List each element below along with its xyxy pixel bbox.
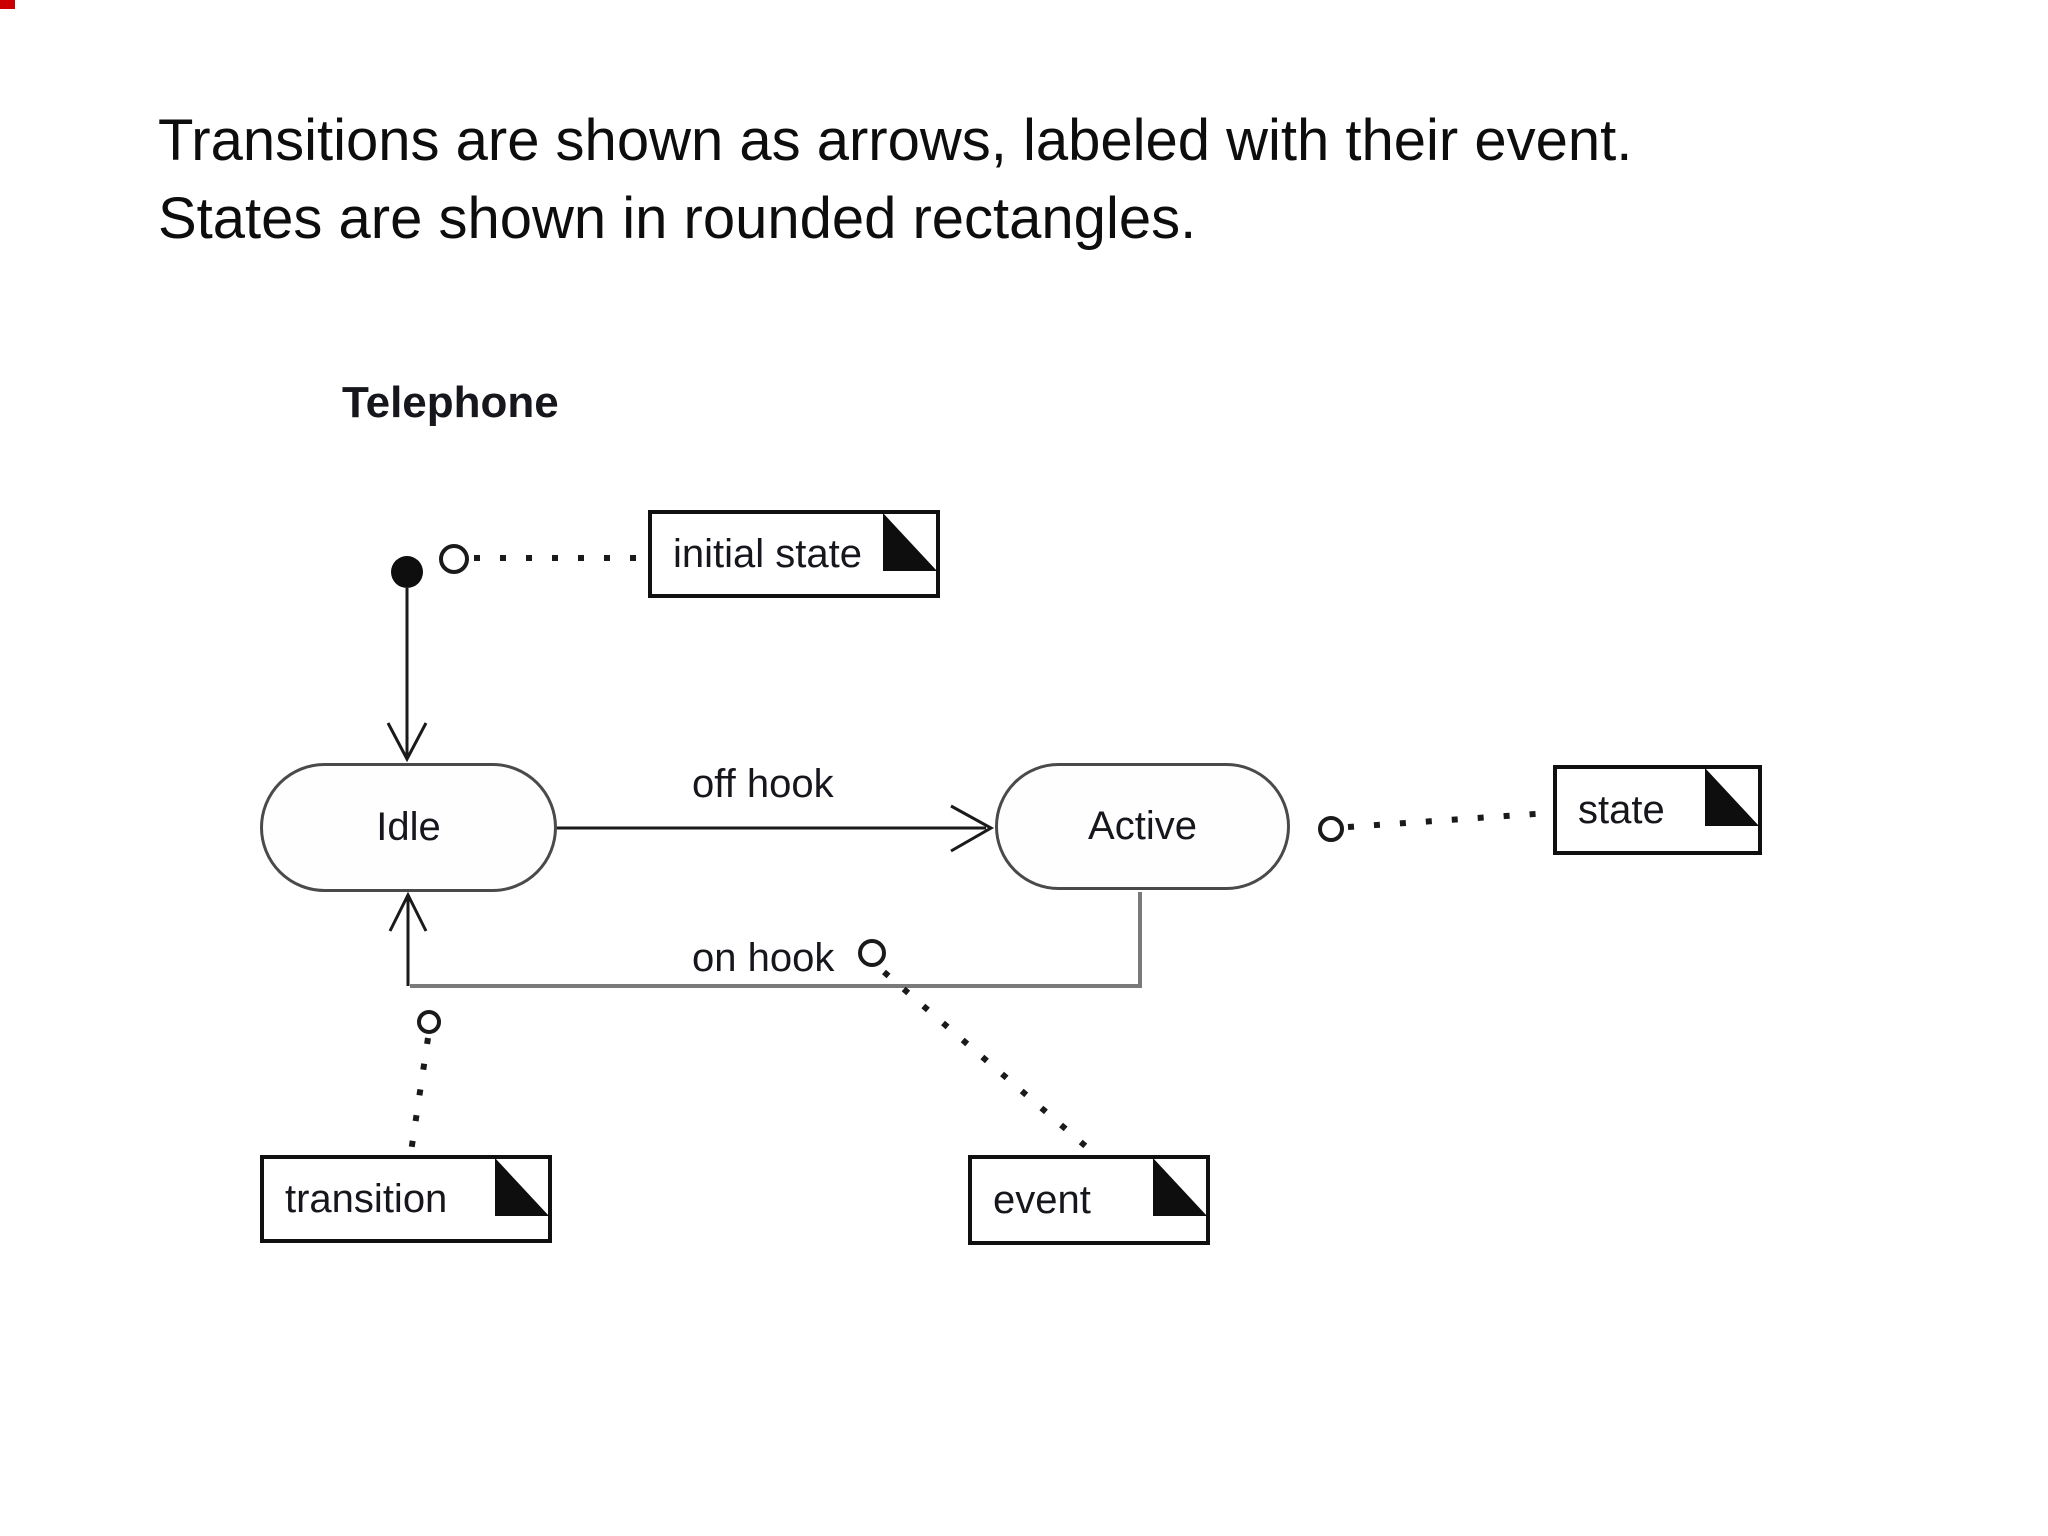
slide-title-line-1: Transitions are shown as arrows, labeled… [158,108,1633,173]
initial-note-anchor-circle [439,544,469,574]
off-hook-label: off hook [692,762,834,806]
off-hook-arrowhead [950,804,995,853]
note-fold-corner-icon [883,513,937,571]
initial-state-dot [391,556,423,588]
note-initial-state: initial state [648,510,940,598]
state-note-anchor-circle [1318,816,1344,842]
event-note-anchor-circle [858,939,886,967]
note-state: state [1553,765,1762,855]
state-idle-label: Idle [376,805,441,849]
transition-note-anchor-dotted-line [408,1037,431,1153]
state-active: Active [995,763,1290,890]
state-active-label: Active [1088,804,1197,848]
note-fold-corner-icon [495,1158,549,1216]
on-hook-label: on hook [692,936,835,980]
corner-artifact [0,0,15,9]
note-fold-corner-icon [1705,768,1759,826]
note-state-label: state [1578,787,1665,832]
note-transition-label: transition [285,1176,448,1221]
on-hook-transition-line [410,892,1142,988]
event-note-anchor-dotted-line [882,969,1092,1153]
state-note-anchor-dotted-line [1347,810,1550,830]
diagram-title: Telephone [342,378,559,427]
state-idle: Idle [260,763,557,892]
slide-title-line-2: States are shown in rounded rectangles. [158,186,1197,251]
note-fold-corner-icon [1153,1158,1207,1216]
slide-title: Transitions are shown as arrows, labeled… [158,102,1632,258]
initial-transition-arrowhead [386,722,428,763]
note-transition: transition [260,1155,552,1243]
note-initial-state-label: initial state [673,531,862,576]
transition-note-anchor-circle [417,1010,441,1034]
on-hook-arrowhead [388,891,428,932]
note-event-label: event [993,1177,1091,1222]
note-event: event [968,1155,1210,1245]
